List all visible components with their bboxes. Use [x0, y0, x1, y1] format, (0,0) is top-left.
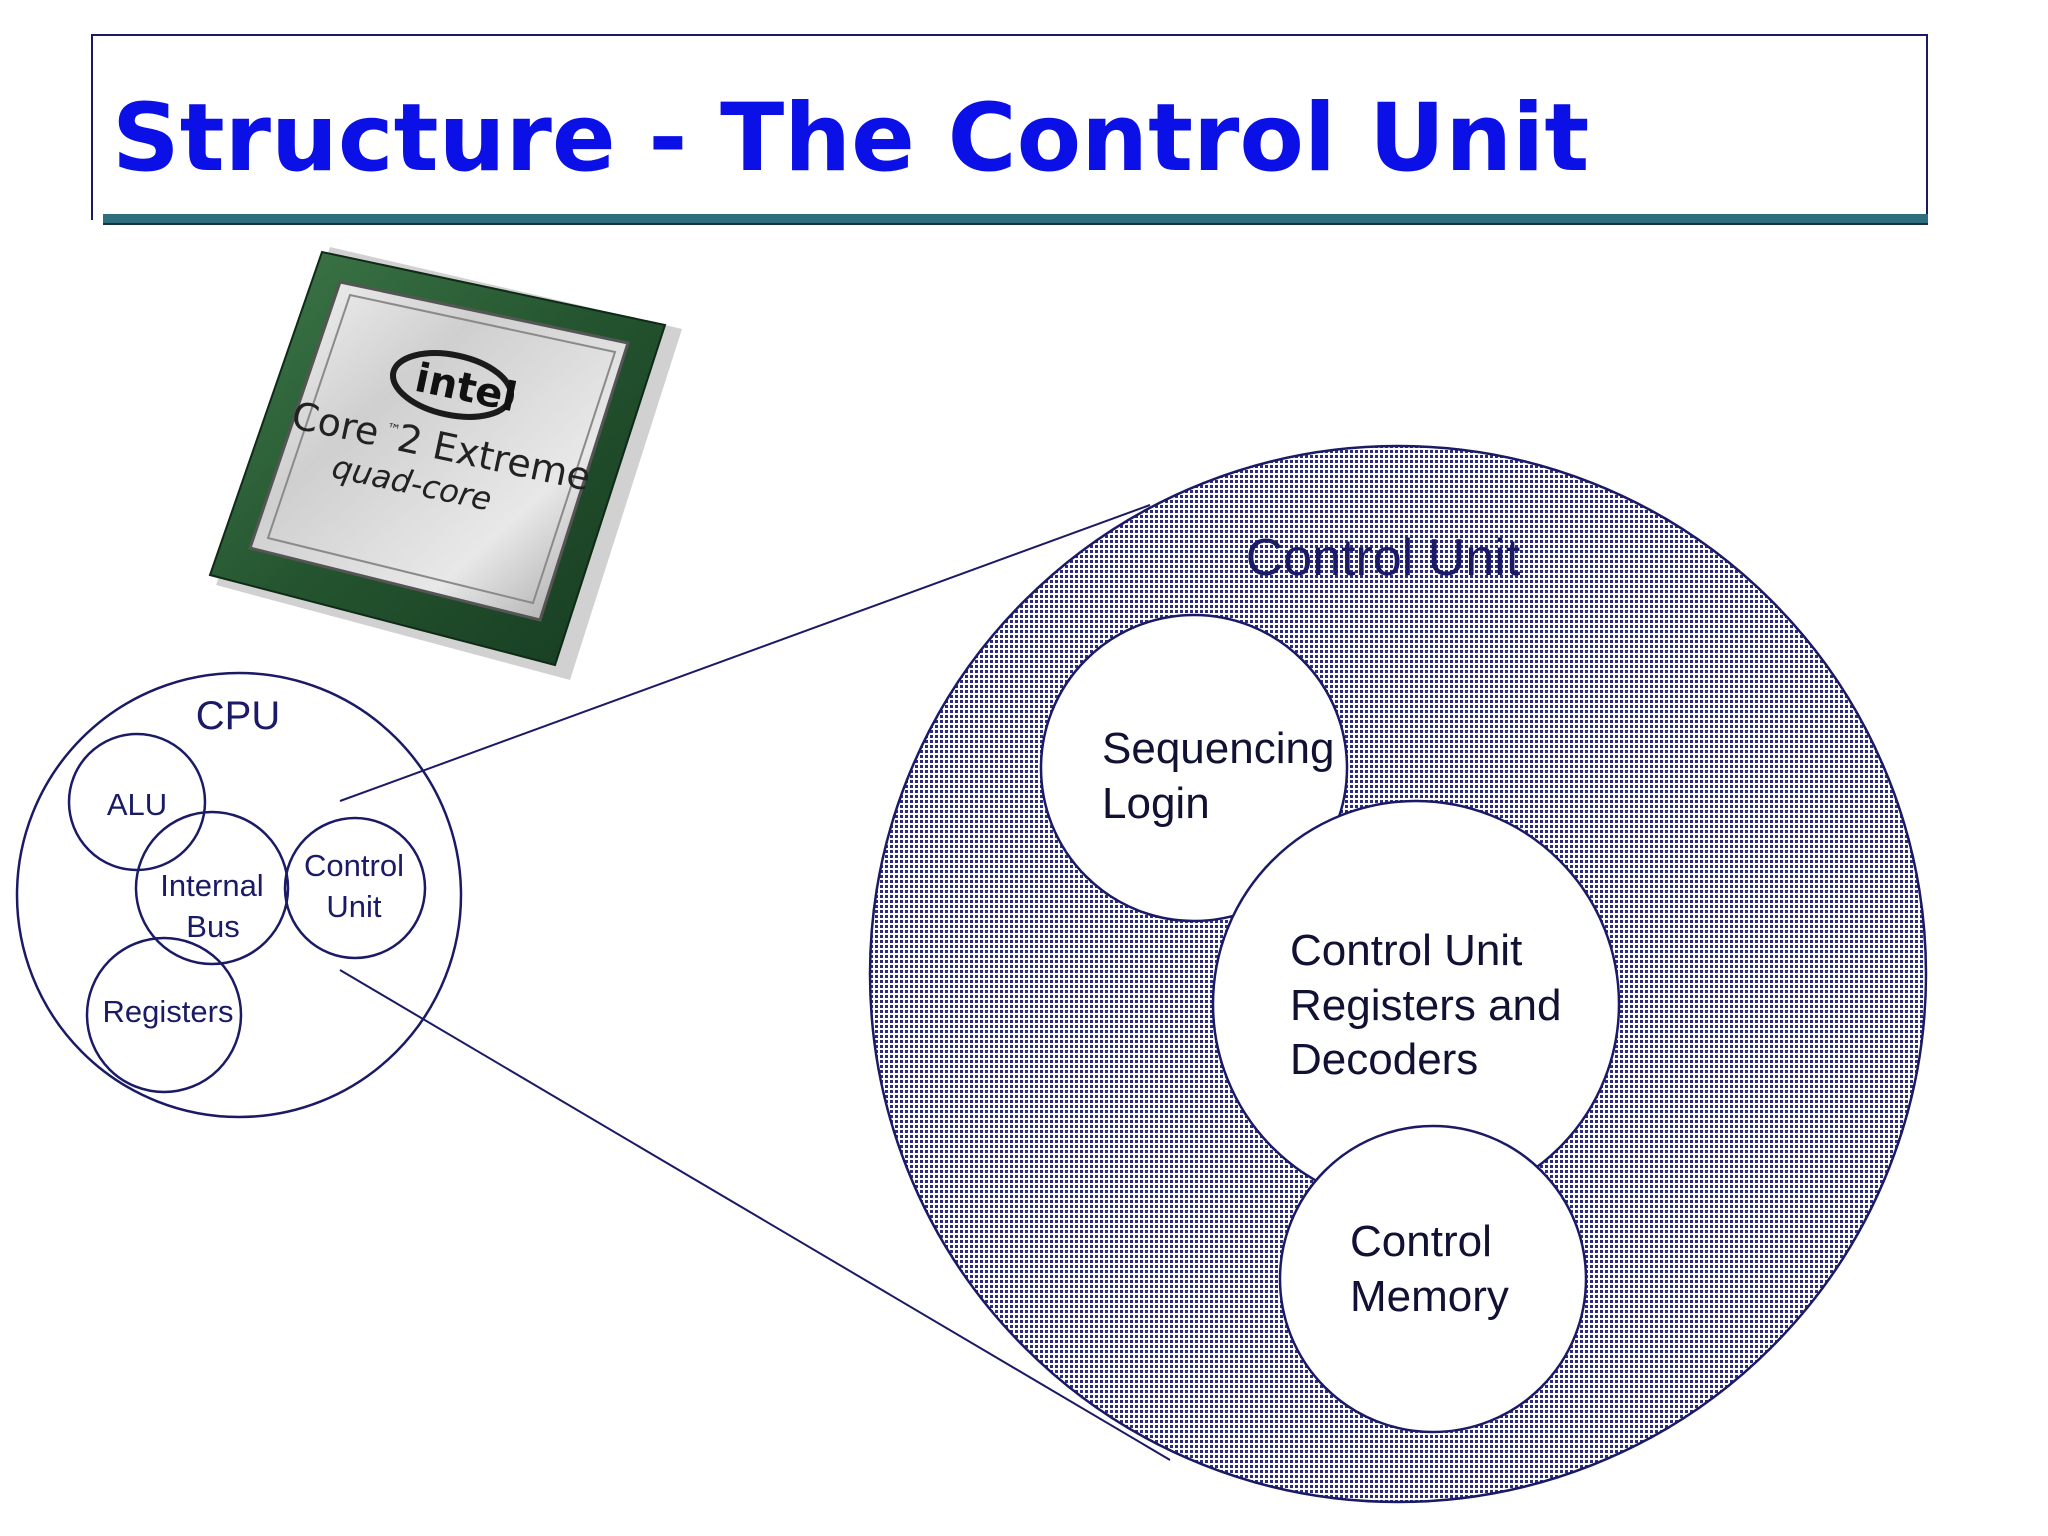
chip-inner-edge [266, 293, 617, 605]
chip-heat-spreader [248, 280, 630, 622]
control-unit-diagram: Control Unit Sequencing Login Control Un… [868, 444, 1928, 1504]
registers-decoders-label-line1: Control Unit [1290, 926, 1522, 975]
cpu-chip-image: intel Core ™ 2 Extreme quad-core [208, 247, 682, 680]
cpu-label: CPU [196, 694, 280, 738]
cpu-control-unit-label-line1: Control [304, 848, 404, 883]
title-underline [103, 214, 1928, 225]
title-frame [91, 34, 1928, 220]
control-memory-circle [1278, 1124, 1588, 1434]
cpu-diagram: CPU ALU Internal Bus Control Unit Regist… [15, 671, 463, 1119]
chip-trademark: ™ [385, 421, 402, 440]
internal-bus-label-line1: Internal [160, 868, 263, 903]
zoom-line-top [339, 504, 1151, 802]
sequencing-logic-circle [1039, 613, 1349, 923]
control-memory-label-line1: Control [1350, 1217, 1492, 1266]
control-unit-title: Control Unit [1246, 529, 1521, 587]
slide-title: Structure - The Control Unit [112, 84, 1590, 193]
control-memory-label-line2: Memory [1350, 1272, 1509, 1321]
internal-bus-circle [134, 810, 290, 966]
alu-label: ALU [107, 787, 167, 822]
cpu-control-unit-label-line2: Unit [326, 889, 382, 924]
registers-circle [85, 936, 243, 1094]
zoom-line-bottom [339, 969, 1171, 1461]
intel-logo-ring [389, 350, 515, 420]
registers-label: Registers [103, 994, 234, 1029]
cpu-control-unit-circle [283, 816, 427, 960]
cpu-circle [15, 671, 463, 1119]
sequencing-label-line1: Sequencing [1102, 724, 1334, 773]
registers-decoders-label-line2: Registers and [1290, 981, 1561, 1030]
internal-bus-label-line2: Bus [186, 909, 239, 944]
registers-decoders-label-line3: Decoders [1290, 1035, 1478, 1084]
sequencing-label-line2: Login [1102, 779, 1210, 828]
